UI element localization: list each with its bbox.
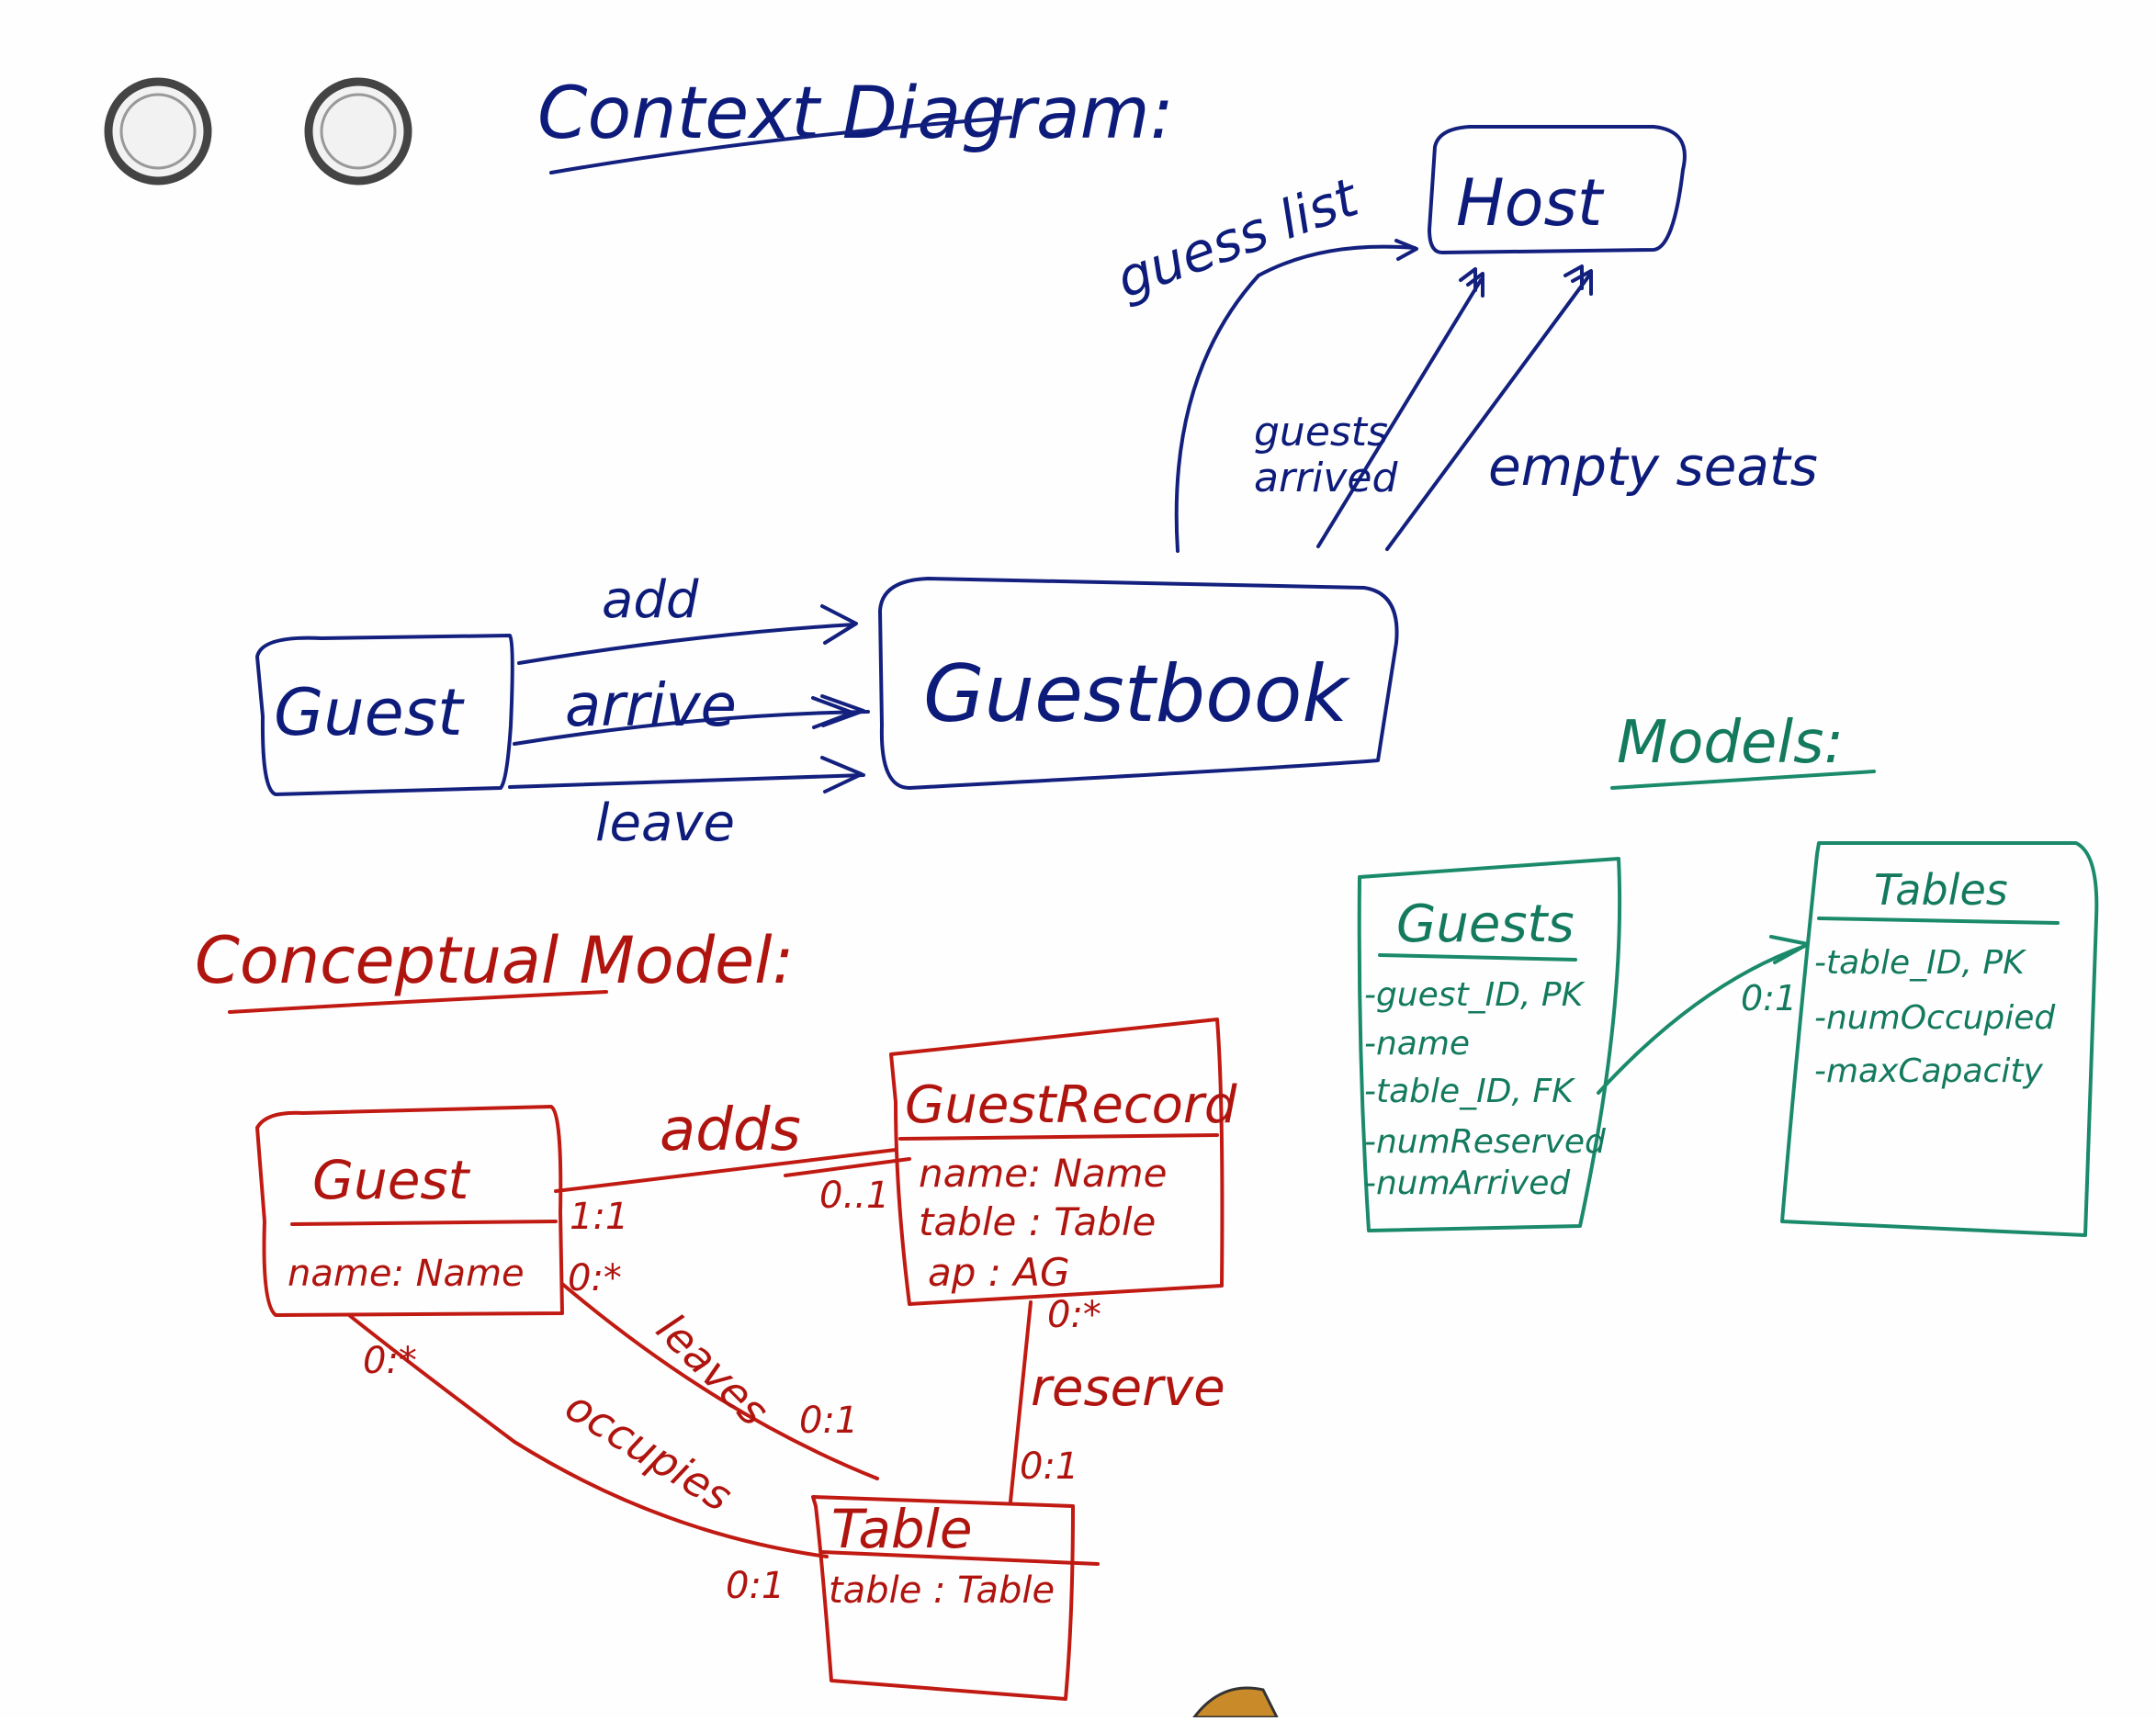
guests-field-2: -name [1364,1025,1470,1063]
models-title: Models: [1617,709,1844,777]
guest-entity-label: Guest [274,675,465,750]
host-label: Host [1456,165,1605,241]
tables-model-box [1780,841,2099,1237]
guests-arrived-label-2: arrived [1254,455,1398,501]
reserve-mult-record: 0:* [1047,1294,1101,1336]
leaves-mult-table: 0:1 [799,1400,858,1442]
reserve-label: reserve [1031,1358,1225,1418]
guess-list-flow [1174,244,1417,553]
empty-seats-label: empty seats [1488,435,1818,498]
guests-field-3: -table_ID, FK [1364,1073,1575,1110]
guest-record-attr-2: table : Table [919,1199,1156,1244]
tables-field-3: -maxCapacity [1814,1052,2043,1090]
guestbook-box [878,577,1399,790]
host-box [1428,125,1687,254]
reserve-association [1009,1300,1033,1503]
conceptual-title-underline [228,990,608,1014]
add-flow [517,623,856,665]
guests-field-4: -numReserved [1364,1123,1607,1161]
guest-record-attr-3: ap : AG [928,1250,1070,1295]
marker-cap-icon [1191,1686,1280,1719]
guests-field-1: -guest_ID, PK [1364,976,1586,1014]
guess-list-label: guess list [1109,165,1368,310]
leave-label: leave [595,793,735,853]
guest-class-box [255,1105,564,1317]
guest-record-class-name: GuestRecord [905,1075,1237,1135]
occupies-mult-table: 0:1 [726,1565,785,1607]
models-title-underline [1610,770,1876,790]
tables-field-2: -numOccupied [1814,999,2056,1037]
occupies-mult-guest: 0:* [363,1340,417,1382]
guests-model-box [1357,857,1622,1232]
magnet-left-icon [104,77,212,186]
empty-seats-flow [1385,274,1591,551]
arrive-flow [513,710,870,746]
guest-entity-box [255,634,514,796]
leave-flow [508,773,865,789]
guest-class-name: Guest [312,1149,471,1211]
arrive-label: arrive [565,672,737,740]
guests-tables-relation [1597,944,1807,1095]
tables-model-name: Tables [1874,865,2008,915]
adds-mult-record: 0..1 [819,1175,889,1217]
guest-record-attr-1: name: Name [919,1151,1168,1196]
leaves-association [560,1282,879,1480]
table-class-name: Table [831,1498,973,1560]
adds-label: adds [660,1097,801,1164]
guestbook-label: Guestbook [923,648,1350,740]
guests-arrived-label-1: guests [1254,409,1388,456]
guests-arrived-flow [1316,278,1483,548]
tables-field-1: -table_ID, PK [1814,944,2026,982]
relation-multiplicity: 0:1 [1741,978,1797,1018]
guests-model-name: Guests [1396,894,1575,954]
magnet-right-icon [304,77,412,186]
add-label: add [602,570,699,630]
guests-field-5: -numArrived [1364,1164,1571,1202]
leaves-mult-guest: 0:* [568,1257,622,1299]
leaves-label: leaves [647,1304,778,1435]
table-class-attr: table : Table [829,1569,1055,1612]
reserve-mult-table: 0:1 [1020,1445,1078,1488]
guest-class-attr: name: Name [288,1253,525,1295]
context-title-underline [549,116,1012,174]
conceptual-model-title: Conceptual Model: [195,923,794,998]
context-diagram-title: Context Diagram: [537,73,1174,155]
occupies-association [347,1313,829,1558]
adds-association [554,1148,897,1193]
adds-mult-guest: 1:1 [570,1196,628,1238]
